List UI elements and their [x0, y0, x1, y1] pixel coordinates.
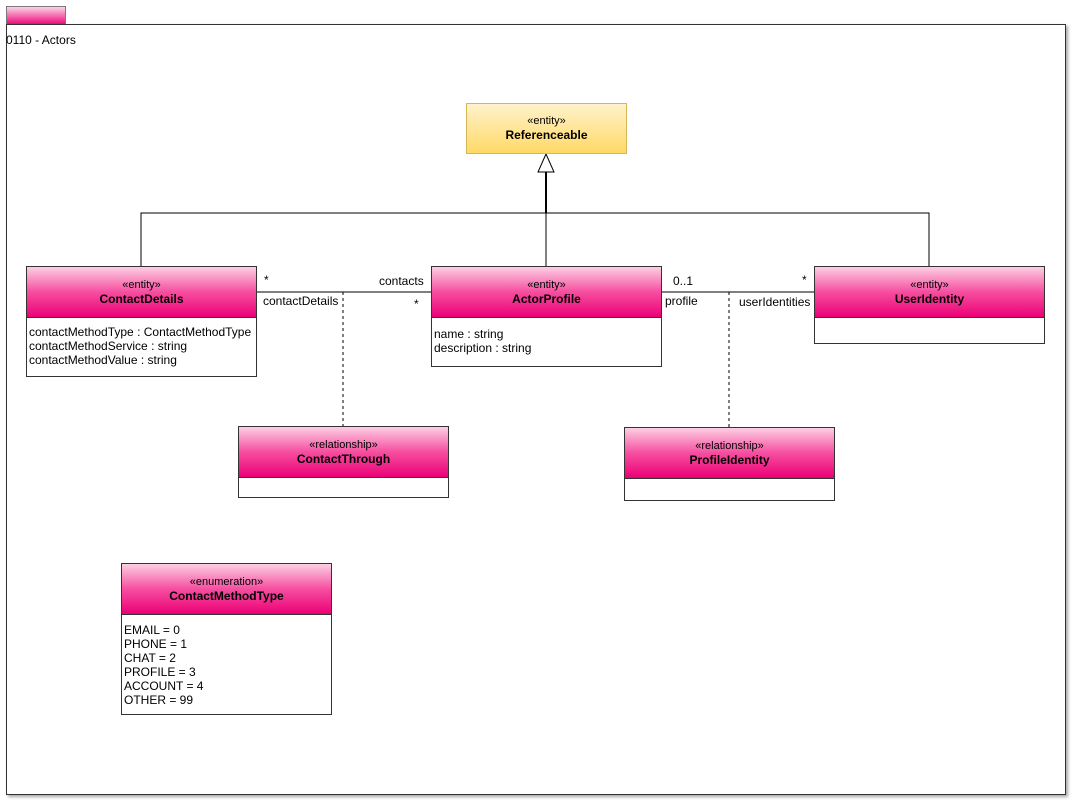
- enum-value: EMAIL = 0: [124, 623, 180, 637]
- stereotype-label: «relationship»: [695, 439, 764, 452]
- class-referenceable[interactable]: «entity» Referenceable: [466, 103, 627, 154]
- class-profile-identity[interactable]: «relationship» ProfileIdentity: [624, 427, 835, 501]
- attribute-item: description : string: [434, 341, 532, 355]
- role-label-user-identities: userIdentities: [739, 295, 811, 309]
- enum-value: ACCOUNT = 4: [124, 679, 204, 693]
- multiplicity-label-user-identities: *: [802, 273, 807, 287]
- class-name: ActorProfile: [512, 291, 581, 306]
- enum-value: OTHER = 99: [124, 693, 194, 707]
- class-header: «entity» ActorProfile: [432, 267, 661, 318]
- attribute-item: name : string: [434, 327, 504, 341]
- attribute-item: contactMethodValue : string: [29, 353, 177, 367]
- enum-value: PROFILE = 3: [124, 665, 196, 679]
- attribute-list: name : string description : string: [432, 318, 661, 357]
- enum-value: PHONE = 1: [124, 637, 188, 651]
- role-label-contacts: contacts: [379, 274, 424, 288]
- class-contact-method-type[interactable]: «enumeration» ContactMethodType EMAIL = …: [121, 563, 332, 715]
- diagram-frame-tab: [6, 6, 66, 24]
- stereotype-label: «entity»: [527, 278, 566, 291]
- stereotype-label: «enumeration»: [189, 575, 264, 588]
- multiplicity-label-contact-details: *: [264, 273, 269, 287]
- role-label-profile: profile: [665, 294, 698, 308]
- diagram-title: 0110 - Actors: [6, 33, 76, 47]
- class-contact-through[interactable]: «relationship» ContactThrough: [238, 426, 449, 498]
- stereotype-label: «entity»: [910, 278, 949, 291]
- multiplicity-label-contacts: *: [414, 297, 419, 311]
- class-name: Referenceable: [505, 128, 588, 142]
- attribute-item: contactMethodService : string: [29, 339, 188, 353]
- class-contact-details[interactable]: «entity» ContactDetails contactMethodTyp…: [26, 266, 257, 377]
- class-header: «entity» Referenceable: [467, 104, 626, 153]
- class-name: ContactMethodType: [169, 588, 284, 603]
- class-header: «relationship» ContactThrough: [239, 427, 448, 478]
- class-actor-profile[interactable]: «entity» ActorProfile name : string desc…: [431, 266, 662, 367]
- role-label-contact-details: contactDetails: [263, 294, 339, 308]
- generalization-arrowhead: [537, 152, 555, 173]
- enum-value-list: EMAIL = 0 PHONE = 1 CHAT = 2 PROFILE = 3…: [122, 615, 331, 709]
- class-name: UserIdentity: [894, 291, 965, 306]
- stereotype-label: «relationship»: [309, 438, 378, 451]
- inheritance-line-contact-details: [140, 212, 546, 266]
- multiplicity-label-profile: 0..1: [673, 274, 694, 288]
- attribute-item: contactMethodType : ContactMethodType: [29, 325, 252, 339]
- class-header: «relationship» ProfileIdentity: [625, 428, 834, 479]
- class-name: ProfileIdentity: [689, 452, 770, 467]
- class-user-identity[interactable]: «entity» UserIdentity: [814, 266, 1045, 344]
- stereotype-label: «entity»: [122, 278, 161, 291]
- class-header: «enumeration» ContactMethodType: [122, 564, 331, 615]
- class-name: ContactThrough: [296, 451, 391, 466]
- attribute-list: contactMethodType : ContactMethodType co…: [27, 318, 256, 369]
- class-header: «entity» ContactDetails: [27, 267, 256, 318]
- class-name: ContactDetails: [99, 291, 184, 306]
- stereotype-label: «entity»: [527, 115, 566, 127]
- class-header: «entity» UserIdentity: [815, 267, 1044, 318]
- enum-value: CHAT = 2: [124, 651, 176, 665]
- inheritance-line-user-identity: [546, 212, 930, 266]
